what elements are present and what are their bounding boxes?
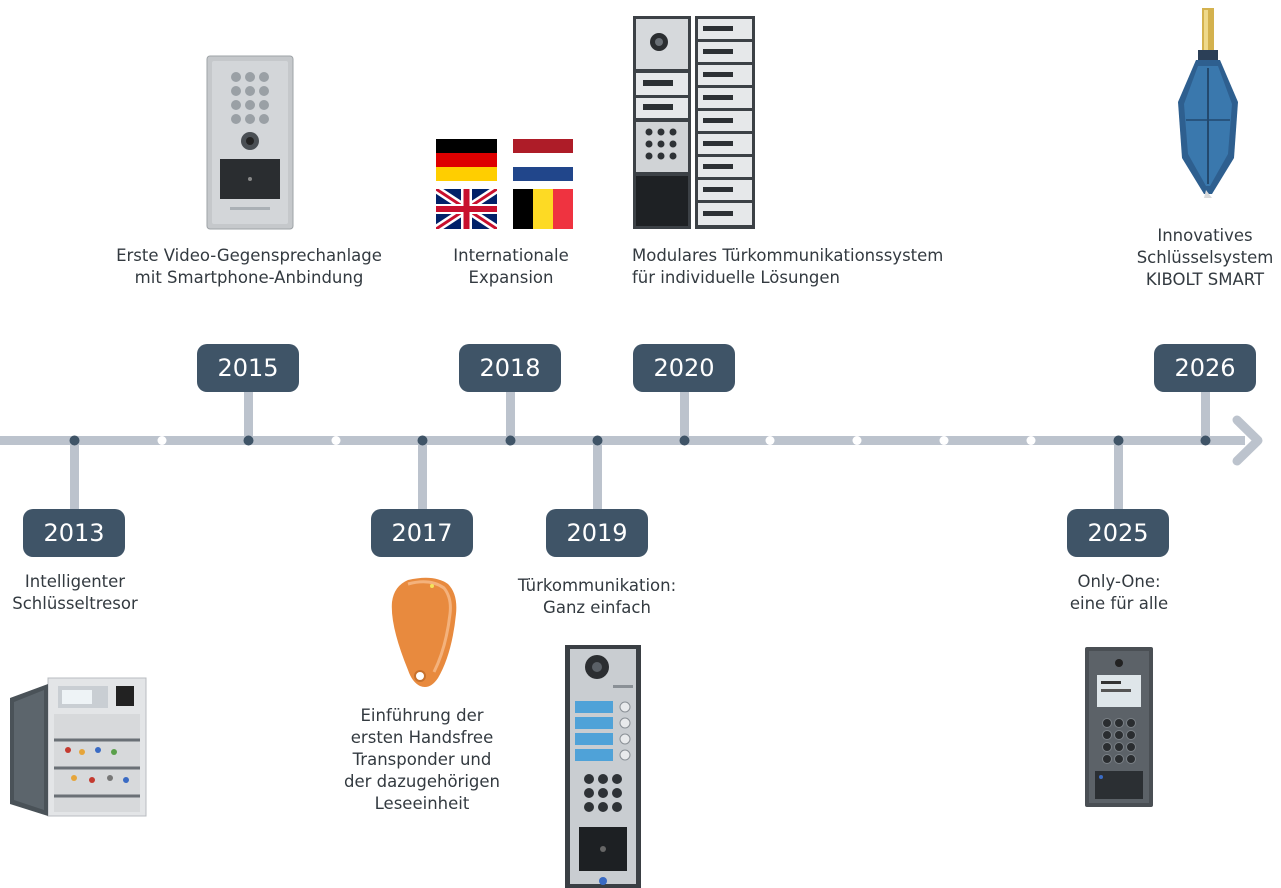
axis-minor-dot bbox=[852, 436, 862, 445]
year-badge-2025: 2025 bbox=[1067, 509, 1169, 557]
milestone-label-2026: Innovatives Schlüsselsystem KIBOLT SMART bbox=[1136, 226, 1274, 289]
netherlands-flag bbox=[513, 139, 573, 181]
united-kingdom-flag bbox=[436, 189, 497, 229]
connector-2019 bbox=[593, 440, 602, 515]
axis-minor-dot bbox=[939, 436, 949, 445]
year-badge-2019: 2019 bbox=[546, 509, 648, 557]
axis-dot-2015 bbox=[243, 435, 254, 446]
key-safe-cabinet-icon bbox=[10, 677, 147, 817]
connector-2025 bbox=[1114, 440, 1123, 515]
year-badge-2018: 2018 bbox=[459, 344, 561, 392]
milestone-label-2013: Intelligenter Schlüsseltresor bbox=[12, 572, 138, 613]
orange-transponder-fob-icon bbox=[391, 577, 457, 687]
connector-2026 bbox=[1201, 380, 1210, 440]
belgium-flag bbox=[513, 189, 573, 229]
year-badge-2026: 2026 bbox=[1154, 344, 1256, 392]
axis-dot-2018 bbox=[505, 435, 516, 446]
axis-minor-dot bbox=[331, 436, 341, 445]
axis-dot-2020 bbox=[679, 435, 690, 446]
only-one-panel-icon bbox=[1085, 647, 1153, 807]
connector-2020 bbox=[680, 380, 689, 440]
axis-minor-dot bbox=[157, 436, 167, 445]
milestone-label-2018: Internationale Expansion bbox=[453, 246, 569, 287]
axis-minor-dot bbox=[1026, 436, 1036, 445]
year-badge-2017: 2017 bbox=[371, 509, 473, 557]
connector-2017 bbox=[418, 440, 427, 515]
axis-line bbox=[0, 436, 1245, 445]
connector-2018 bbox=[506, 380, 515, 440]
kibolt-smart-key-icon bbox=[1178, 8, 1238, 198]
germany-flag bbox=[436, 139, 497, 181]
connector-2015 bbox=[244, 380, 253, 440]
milestone-label-2017: Einführung der ersten Handsfree Transpon… bbox=[344, 706, 500, 813]
milestone-label-2020: Modulares Türkommunikationssystem für in… bbox=[632, 246, 944, 287]
milestone-label-2015: Erste Video-Gegensprechanlage mit Smartp… bbox=[116, 246, 382, 287]
connector-2013 bbox=[70, 440, 79, 515]
axis-dot-2026 bbox=[1200, 435, 1211, 446]
year-badge-2020: 2020 bbox=[633, 344, 735, 392]
milestone-label-2019: Türkommunikation: Ganz einfach bbox=[517, 576, 677, 617]
milestone-label-2025: Only-One: eine für alle bbox=[1069, 572, 1169, 613]
axis-dot-2013 bbox=[69, 435, 80, 446]
axis-dot-2017 bbox=[417, 435, 428, 446]
door-station-panel-icon bbox=[565, 645, 641, 888]
axis-dot-2025 bbox=[1113, 435, 1124, 446]
axis-arrow-icon bbox=[1232, 415, 1263, 466]
axis-minor-dot bbox=[765, 436, 775, 445]
year-badge-2015: 2015 bbox=[197, 344, 299, 392]
year-badge-2013: 2013 bbox=[23, 509, 125, 557]
video-intercom-panel-icon bbox=[206, 55, 294, 230]
modular-door-system-icon bbox=[633, 16, 755, 229]
axis-dot-2019 bbox=[592, 435, 603, 446]
